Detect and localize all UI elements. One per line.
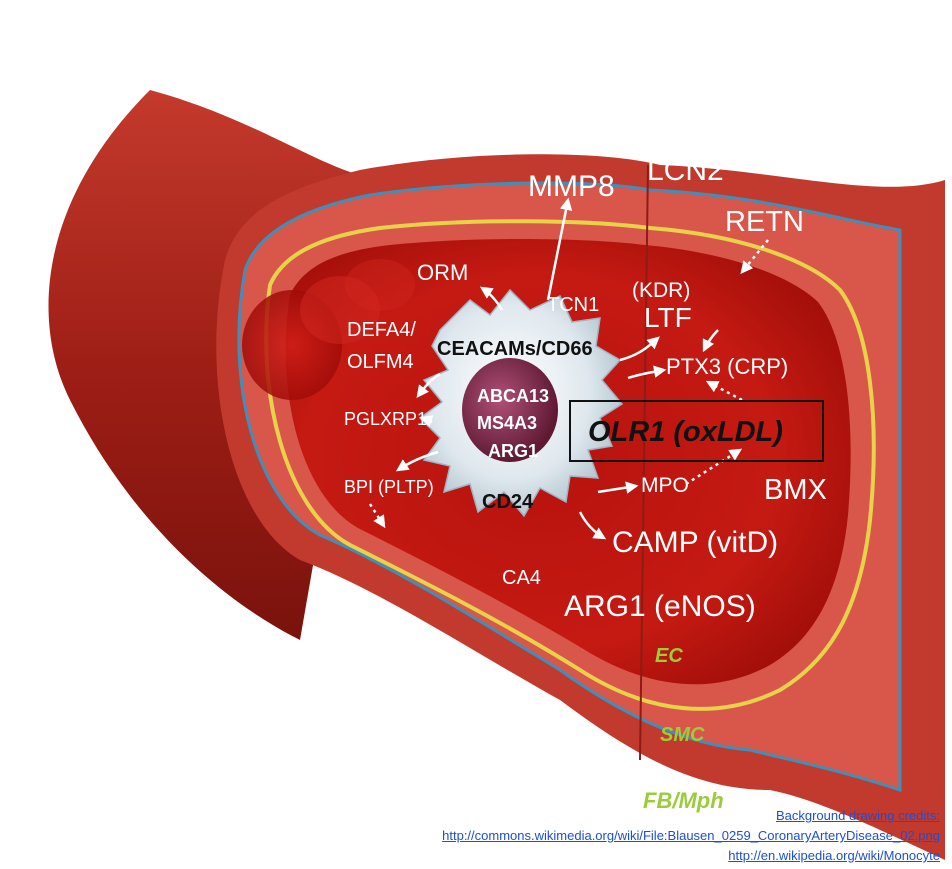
blood-cell [345,259,415,311]
label-arg1-cell: ARG1 [488,442,538,460]
label-pglyrp1: PGLXRP1 [344,410,427,428]
label-abca13: ABCA13 [477,387,549,405]
label-camp: CAMP (vitD) [612,528,778,558]
credits-heading[interactable]: Background drawing credits: [776,808,940,823]
label-mmp8: MMP8 [528,172,615,202]
label-retn: RETN [725,208,804,237]
label-ca4: CA4 [502,568,541,588]
label-orm: ORM [417,262,468,284]
label-tcn1: TCN1 [547,295,599,315]
label-ptx3: PTX3 (CRP) [666,356,788,378]
label-ceacams: CEACAMs/CD66 [437,339,593,359]
label-arg1-enos: ARG1 (eNOS) [564,592,756,622]
label-ms4a3: MS4A3 [477,414,537,432]
label-olr1: OLR1 (oxLDL) [588,418,783,447]
label-ltf: LTF [644,304,692,332]
label-mpo: MPO [641,475,689,496]
label-defa4: DEFA4/ [347,320,416,340]
label-lcn2: LCN2 [647,156,724,186]
credits-link-blausen[interactable]: http://commons.wikimedia.org/wiki/File:B… [442,828,940,843]
label-bmx: BMX [764,476,827,505]
label-bpi: BPI (PLTP) [344,478,434,496]
label-cd24: CD24 [482,492,533,512]
layer-smc: SMC [660,725,704,745]
layer-fb-mph: FB/Mph [643,790,724,812]
credits-link-monocyte[interactable]: http://en.wikipedia.org/wiki/Monocyte [728,848,940,863]
layer-ec: EC [655,646,683,666]
label-kdr: (KDR) [632,280,690,301]
label-olfm4: OLFM4 [347,352,414,372]
